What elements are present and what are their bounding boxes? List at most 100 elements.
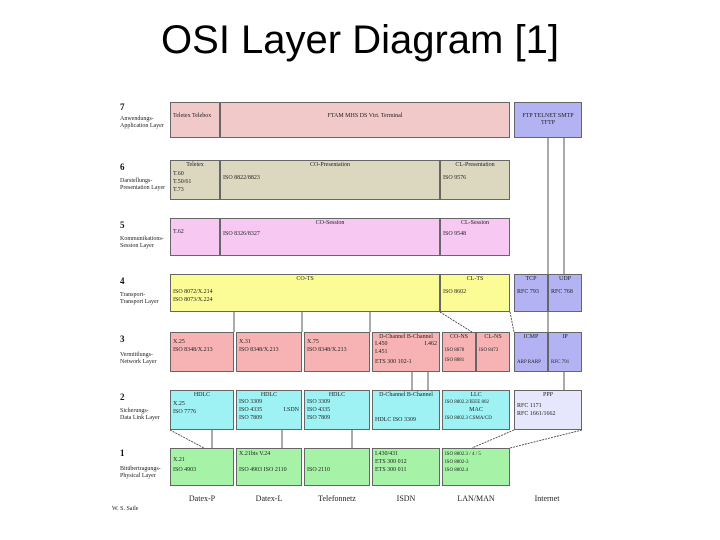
layer-3-name: Vermittlungs-Network Layer xyxy=(120,352,157,365)
network-label-lan-man: LAN/MAN xyxy=(457,494,495,503)
box-text: ISO 7809 xyxy=(307,415,331,421)
layer-1-name: Bitübertragungs-Physical Layer xyxy=(120,466,161,479)
box-text: CO-Session xyxy=(315,220,345,226)
box-text: ISO 4335 xyxy=(307,407,331,413)
box-text: Teletex Telebox xyxy=(173,113,212,119)
box-text: ISO 8473 xyxy=(479,348,499,353)
connector-line xyxy=(471,429,515,449)
box-text: LLC xyxy=(470,392,482,398)
l2-hdlc-x25-box: HDLC X.25 ISO 7776 xyxy=(170,390,234,430)
box-text: HDLC xyxy=(193,392,211,398)
box-text: ISO 8326/8327 xyxy=(223,231,260,237)
box-text: ETS 300 011 xyxy=(375,467,407,473)
network-label-datex-l: Datex-L xyxy=(255,494,283,503)
box-text: ISO 8072/X.214 xyxy=(173,289,213,295)
box-text: ISO 4335 xyxy=(239,407,263,413)
l5-co-session-box: CO-Session ISO 8326/8327 xyxy=(220,218,440,256)
box-text: ISO 3309 xyxy=(307,399,331,405)
box-text: I.430/431 xyxy=(375,451,399,457)
l1-telefon-box: ISO 2110 xyxy=(304,448,370,486)
box-text: ISO 8073/X.224 xyxy=(173,297,213,303)
box-text: ISO 4903 ISO 2110 xyxy=(239,467,287,473)
l2-hdlc-datexl-box: HDLC ISO 3309 ISO 4335 ISO 7809 I.SDN xyxy=(236,390,302,430)
l3-x31-box: X.31 ISO 8348/X.213 xyxy=(236,332,302,372)
l3-x25-box: X.25 ISO 8348/X.213 xyxy=(170,332,234,372)
box-text: ISO 8802.2/IEEE 802 xyxy=(445,400,490,405)
layer-4-name: Transport-Transport Layer xyxy=(120,292,159,305)
l2-ppp-box: PPP RFC 1171 RFC 1661/1662 xyxy=(514,390,582,430)
box-text: HDLC ISO 3309 xyxy=(375,417,417,423)
box-text: X.75 xyxy=(307,339,319,345)
box-text: RFC 1661/1662 xyxy=(517,411,556,417)
l7-internet-apps-box: FTP TELNET SMTP TFTP xyxy=(514,102,582,138)
box-text: ISO 3309 xyxy=(239,399,263,405)
connector-line xyxy=(439,311,473,333)
box-text: ISO 7809 xyxy=(239,415,263,421)
layer-6-name: Darstellungs-Presentation Layer xyxy=(120,178,166,191)
box-text: D-Channel B-Channel xyxy=(379,392,433,398)
box-text: HDLC xyxy=(260,392,278,398)
network-label-telefonnetz: Telefonnetz xyxy=(318,494,356,503)
box-text: ISO 8348/X.213 xyxy=(173,347,213,353)
author-credit: W. S. Saile xyxy=(112,506,139,512)
box-text: UDP xyxy=(558,276,571,282)
box-text: CO-TS xyxy=(296,276,314,282)
l4-tcp-box: TCP RFC 793 xyxy=(514,274,548,312)
box-text: ISO 8602 xyxy=(443,289,467,295)
l3-co-ns-box: CO-NS ISO 8878 ISO 8881 xyxy=(442,332,476,372)
l3-ip-box: IP RFC 791 xyxy=(548,332,582,372)
l3-d-channel-box: D-Channel B-Channel I.450 I.462 I.451 ET… xyxy=(372,332,440,372)
connector-line xyxy=(509,311,515,333)
box-text: ISO 2110 xyxy=(307,467,330,473)
layer-7-number: 7 xyxy=(120,102,125,112)
box-text: X.31 xyxy=(239,339,251,345)
box-text: X.25 xyxy=(173,339,185,345)
l4-cl-ts-box: CL-TS ISO 8602 xyxy=(440,274,510,312)
box-text: RFC 791 xyxy=(551,360,570,365)
box-text: RFC 1171 xyxy=(517,403,542,409)
l7-iso-application-box: FTAM MHS DS Virt. Terminal xyxy=(220,102,510,138)
l6-co-presentation-box: CO-Presentation ISO 8822/8823 xyxy=(220,160,440,200)
layer-6-number: 6 xyxy=(120,162,125,172)
box-text: FTAM MHS DS Virt. Terminal xyxy=(327,113,403,119)
box-text: ISO 8881 xyxy=(445,358,465,363)
box-text: ISO 8802-3 xyxy=(445,460,469,465)
connector-line xyxy=(509,429,583,449)
box-text: I.450 xyxy=(375,341,388,347)
box-text: ETS 300 012 xyxy=(375,459,407,465)
box-text: I.SDN xyxy=(283,407,299,413)
box-text: D-Channel B-Channel xyxy=(379,334,433,340)
l6-teletex-box: Teletex T.60 T.50/61 T.73 xyxy=(170,160,220,200)
box-text: PPP xyxy=(542,392,553,398)
connector-line xyxy=(169,429,205,449)
connector-lines xyxy=(169,138,583,449)
page-title: OSI Layer Diagram [1] xyxy=(161,18,559,62)
box-text: ISO 8878 xyxy=(445,348,465,353)
box-text: T.60 xyxy=(173,171,184,177)
box-text: I.451 xyxy=(375,349,388,355)
box-text: ISO 8802.4 xyxy=(445,468,469,473)
l2-d-channel-box: D-Channel B-Channel HDLC ISO 3309 xyxy=(372,390,440,430)
l3-x75-box: X.75 ISO 8348/X.213 xyxy=(304,332,370,372)
l1-x21bis-box: X.21bis V.24 ISO 4903 ISO 2110 xyxy=(236,448,302,486)
l4-co-ts-box: CO-TS ISO 8072/X.214 ISO 8073/X.224 xyxy=(170,274,440,312)
box-text: ETS 300 102-1 xyxy=(375,359,412,365)
layer-2-name: Sicherungs-Data Link Layer xyxy=(120,408,160,421)
l3-icmp-box: ICMP ARP RARP xyxy=(514,332,548,372)
box-text: CL-NS xyxy=(484,334,502,340)
box-text: ISO 8802.3 CSMA/CD xyxy=(445,416,492,421)
box-text: ISO 9576 xyxy=(443,175,467,181)
osi-diagram: 7 Anwendungs-Application Layer 6 Darstel… xyxy=(112,96,592,520)
box-text: FTP TELNET SMTP TFTP xyxy=(522,113,574,126)
box-text: CL-Presentation xyxy=(455,162,495,168)
box-text: MAC xyxy=(469,407,483,413)
box-text: Teletex xyxy=(186,162,204,168)
layer-5-name: Kommunikations-Session Layer xyxy=(120,236,164,249)
box-text: CL-TS xyxy=(466,276,484,282)
box-text: T.62 xyxy=(173,229,184,235)
box-text: CO-Presentation xyxy=(310,162,350,168)
layer-2-number: 2 xyxy=(120,392,125,402)
l5-cl-session-box: CL-Session ISO 9548 xyxy=(440,218,510,256)
box-text: TCP xyxy=(525,276,537,282)
layer-4-number: 4 xyxy=(120,276,125,286)
